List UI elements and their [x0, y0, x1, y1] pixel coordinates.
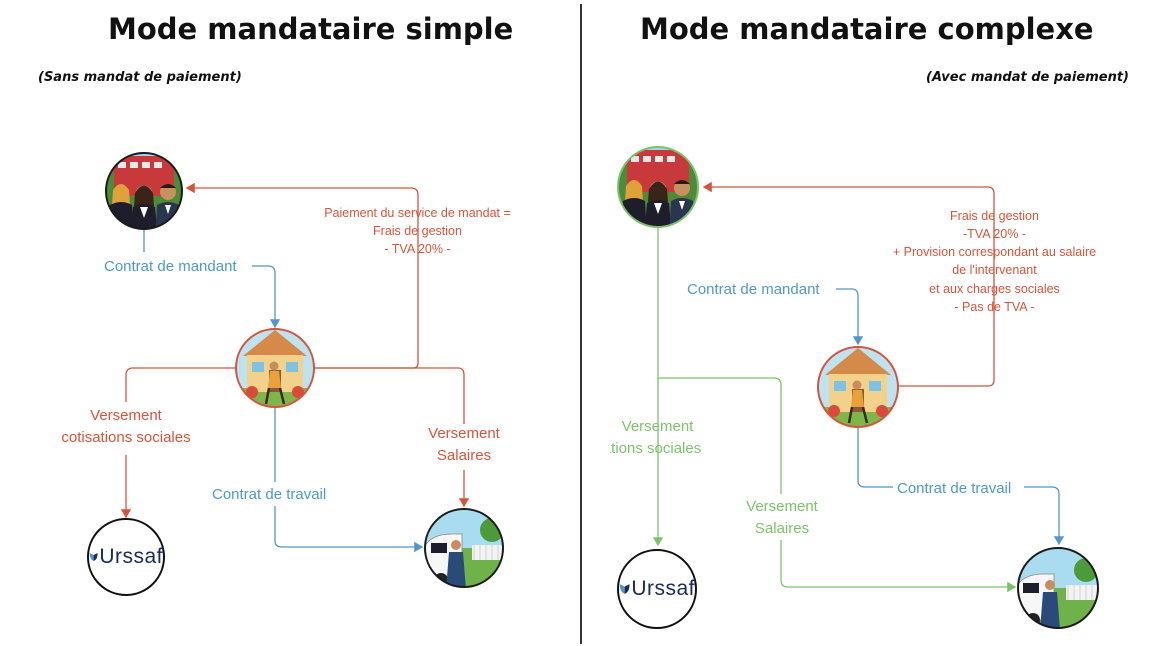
right-urssaf-logo: Urssaf [617, 549, 697, 629]
right-mandant-arrow [836, 288, 864, 346]
right-subtitle: (Avec mandat de paiement) [926, 70, 1129, 85]
left-cotisations-label: Versement cotisations sociales [61, 407, 191, 446]
right-house-node [817, 346, 899, 428]
urssaf-mark-icon [89, 553, 98, 561]
left-worker-node [424, 508, 504, 588]
right-cotisations-label-top: Versement [621, 418, 694, 435]
right-frais-arrow [702, 181, 995, 387]
left-mandant-arrow [252, 265, 281, 329]
right-cotisations-label-bottom: cotisations sociales [610, 440, 702, 457]
right-travail-arrow [1024, 486, 1065, 546]
left-contrat-travail-label: Contrat de travail [212, 486, 327, 503]
left-paiement-label: Paiement du service de mandat = Frais de… [324, 206, 511, 257]
urssaf-logo-text: Urssaf [99, 545, 163, 568]
left-subtitle: (Sans mandat de paiement) [38, 70, 242, 85]
right-frais-label: Frais de gestion -TVA 20% - + Provision … [892, 209, 1097, 314]
urssaf-logo-text: Urssaf [631, 577, 695, 600]
right-salaires-line-bottom [780, 540, 1017, 593]
panel-divider [580, 4, 582, 644]
right-contrat-mandant-label: Contrat de mandant [687, 281, 820, 298]
right-travail-line [857, 428, 893, 488]
right-salaires-line-top [658, 377, 782, 494]
left-salaires-line [310, 367, 465, 424]
left-travail-arrow [274, 506, 424, 553]
left-title: Mode mandataire simple [108, 12, 514, 46]
right-title: Mode mandataire complexe [640, 12, 1094, 46]
left-house-node [235, 328, 315, 408]
right-contrat-travail-label: Contrat de travail [897, 480, 1012, 497]
right-agency-node [617, 146, 699, 228]
left-cotisations-line [125, 367, 238, 402]
right-salaires-label: Versement Salaires [746, 498, 818, 537]
urssaf-mark-icon [619, 584, 630, 594]
right-worker-node [1017, 547, 1099, 629]
left-salaires-label: Versement Salaires [428, 425, 500, 464]
left-urssaf-logo: Urssaf [87, 518, 165, 596]
left-agency-node [105, 152, 183, 230]
left-contrat-mandant-label: Contrat de mandant [104, 258, 237, 275]
